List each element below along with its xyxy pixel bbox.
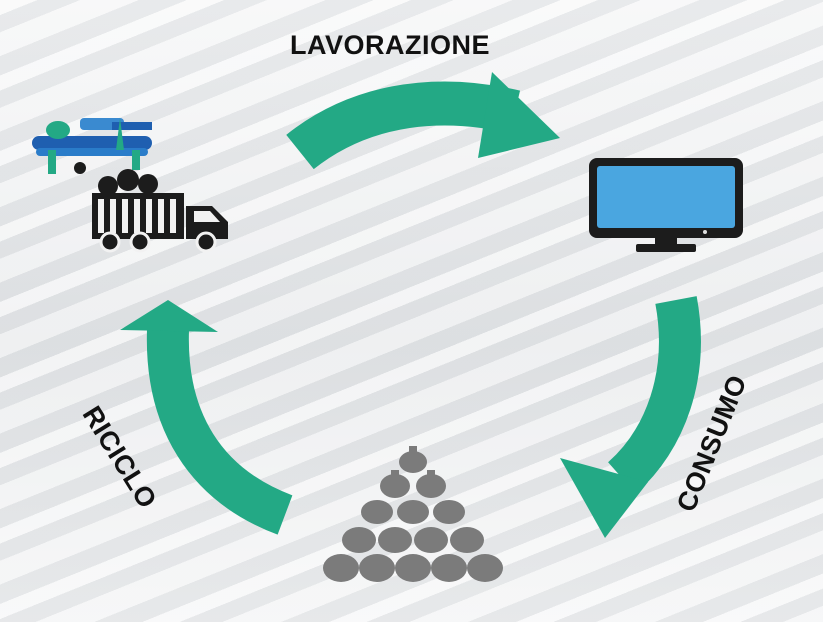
tv-monitor-icon: [589, 158, 743, 252]
arrow-top: [286, 72, 560, 170]
arrow-left: [120, 300, 293, 535]
arrow-right: [560, 296, 701, 538]
step-label-lavorazione: LAVORAZIONE: [290, 30, 490, 60]
recycling-truck-icon: [32, 118, 228, 253]
garbage-bag-pile-icon: [323, 446, 503, 582]
